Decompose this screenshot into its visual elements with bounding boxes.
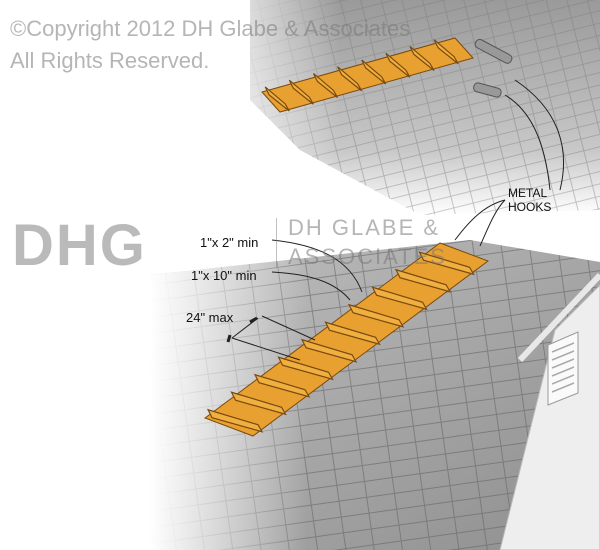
spacing-leader-top: [261, 315, 316, 341]
ladder-cleat: [385, 52, 411, 78]
board-leader: [271, 271, 351, 301]
watermark-company-line2: ASSOCIATES: [288, 244, 447, 269]
ladder-cleat: [277, 356, 334, 381]
ladder-cleat: [433, 39, 459, 65]
gable-vent-icon: [547, 331, 579, 406]
ladder-cleat: [324, 321, 381, 346]
watermark-divider: [276, 218, 277, 268]
watermark-copyright-line2: All Rights Reserved.: [10, 48, 210, 73]
spacing-label: 24" max: [186, 310, 234, 325]
cleat-leader: [271, 239, 363, 293]
roof: [150, 240, 600, 550]
ladder-cleat: [300, 338, 358, 363]
ladder-cleat: [347, 303, 405, 328]
ladder-cleat: [264, 86, 290, 112]
board-size-label: 1"x 10" min: [191, 268, 257, 283]
cleat-size-label: 1"x 2" min: [200, 235, 259, 250]
ladder-cleat: [206, 408, 264, 433]
hook-leader-2: [479, 199, 506, 247]
inset-ladder: [261, 37, 474, 113]
metal-hook-icon: [473, 38, 513, 98]
hook-leader-1: [454, 199, 506, 241]
hook-leader-4: [504, 94, 551, 191]
inset-roof-detail: [200, 0, 600, 220]
ladder-cleat: [394, 268, 452, 293]
metal-hooks-label-line2: HOOKS: [508, 200, 552, 214]
ladder-cleat: [361, 59, 387, 85]
roof-ladder: [203, 242, 490, 437]
ladder-cleat: [371, 286, 428, 311]
ladder-cleat: [337, 66, 363, 92]
hook-leader-3: [514, 79, 565, 191]
metal-hooks-label-line1: METAL: [508, 186, 548, 200]
ladder-cleat: [230, 391, 287, 416]
ladder-cleat: [418, 251, 475, 276]
ladder-cleat: [253, 373, 311, 398]
watermark-logo: DHG: [12, 213, 147, 278]
watermark-copyright-line1: ©Copyright 2012 DH Glabe & Associates: [10, 16, 411, 41]
leader-lines: [226, 79, 565, 361]
ladder-cleat: [409, 46, 435, 71]
watermark-company-line1: DH GLABE &: [288, 215, 441, 240]
ladder-cleat: [312, 73, 339, 98]
spacing-leader-bottom: [231, 337, 301, 361]
metal-hooks-label: METAL HOOKS: [508, 186, 551, 214]
ladder-cleat: [288, 79, 314, 105]
